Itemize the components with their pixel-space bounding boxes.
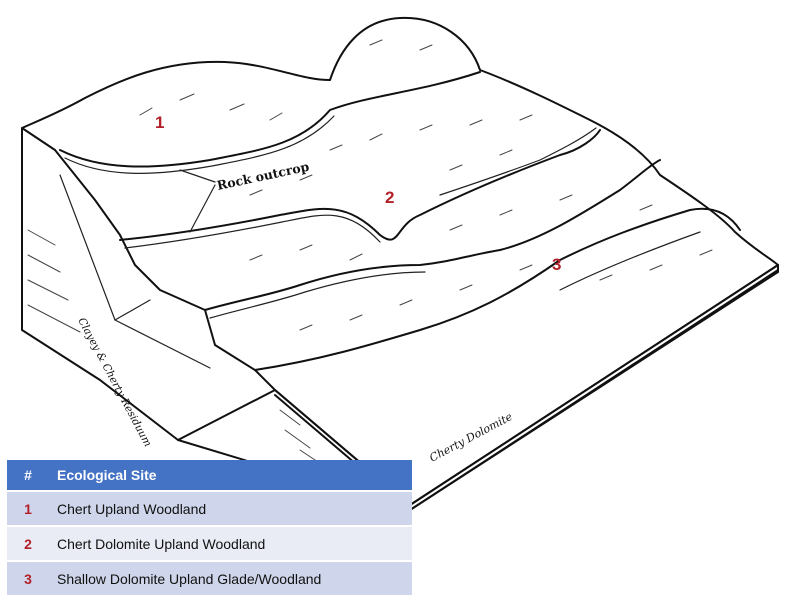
ecological-site-legend: # Ecological Site 1 Chert Upland Woodlan… xyxy=(7,460,412,597)
legend-row-number: 3 xyxy=(7,561,49,597)
legend-header-row: # Ecological Site xyxy=(7,460,412,492)
residuum-pointers xyxy=(59,174,211,369)
dolomite-bedding xyxy=(27,229,331,471)
legend-row-number: 2 xyxy=(7,526,49,562)
slope-hatching xyxy=(139,39,713,331)
bench-far-right-2 xyxy=(559,231,701,291)
bench-upper xyxy=(59,71,481,168)
dolomite-label: Cherty Dolomite xyxy=(427,410,515,465)
legend-row-site: Chert Dolomite Upland Woodland xyxy=(49,526,412,562)
bench-front xyxy=(254,207,741,371)
zone-label-3: 3 xyxy=(552,255,561,274)
bench-middle xyxy=(119,129,601,241)
legend-row-site: Shallow Dolomite Upland Glade/Woodland xyxy=(49,561,412,597)
top-surface-outline xyxy=(21,16,779,266)
legend-header-site: Ecological Site xyxy=(49,460,412,492)
zone-label-1: 1 xyxy=(155,113,164,132)
legend-row-site: Chert Upland Woodland xyxy=(49,491,412,527)
bench-lower-ledge xyxy=(209,271,426,319)
bench-upper-ledge xyxy=(64,115,335,174)
rock-outcrop-label: Rock outcrop xyxy=(216,159,311,193)
legend-row-number: 1 xyxy=(7,491,49,527)
zone-label-2: 2 xyxy=(385,188,394,207)
bench-far-right xyxy=(439,127,597,196)
legend-header-number: # xyxy=(7,460,49,492)
bench-lower xyxy=(204,159,661,311)
rock-outcrop-pointers xyxy=(179,169,216,233)
residuum-label: Clayey & Cherty Residuum xyxy=(75,316,153,449)
bench-middle-ledge xyxy=(124,214,381,249)
legend-row: 2 Chert Dolomite Upland Woodland xyxy=(7,526,412,562)
legend-row: 1 Chert Upland Woodland xyxy=(7,491,412,527)
legend-row: 3 Shallow Dolomite Upland Glade/Woodland xyxy=(7,561,412,597)
